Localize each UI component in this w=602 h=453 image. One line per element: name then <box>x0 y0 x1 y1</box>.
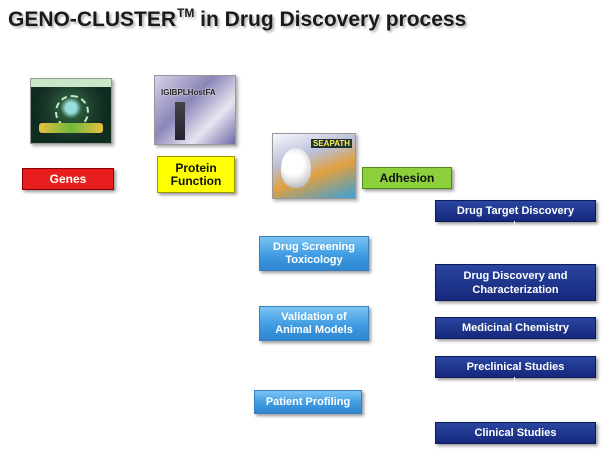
medicinal-chemistry-box: Medicinal Chemistry <box>435 317 596 339</box>
drug-discovery-characterization-box: Drug Discovery and Characterization <box>435 264 596 301</box>
genes-band-graphic <box>39 123 103 133</box>
drug-screening-label: Drug Screening Toxicology <box>273 240 355 266</box>
title-rest: in Drug Discovery process <box>194 8 467 31</box>
connector-line <box>514 377 515 382</box>
title-brand: GENO-CLUSTER <box>8 8 176 31</box>
protein-function-label: Protein Function <box>170 160 222 188</box>
seapath-figure-graphic <box>281 148 311 188</box>
protein-thumbnail: IGIBPLHostFA <box>154 75 236 145</box>
protein-tower-graphic <box>175 102 185 140</box>
connector-line <box>514 352 515 356</box>
validation-label: Validation of Animal Models <box>275 310 353 336</box>
trademark-mark: TM <box>177 6 195 20</box>
genes-box: Genes <box>22 168 114 190</box>
patient-profiling-box: Patient Profiling <box>254 390 362 414</box>
drug-discovery-characterization-label: Drug Discovery and Characterization <box>463 269 568 296</box>
genes-thumbnail <box>30 78 112 144</box>
adhesion-box: Adhesion <box>362 167 452 189</box>
clinical-studies-box: Clinical Studies <box>435 422 596 444</box>
genes-thumbnail-header <box>31 79 111 87</box>
protein-function-box: Protein Function <box>157 156 235 193</box>
protein-thumbnail-label: IGIBPLHostFA <box>161 88 216 97</box>
drug-target-discovery-box: Drug Target Discovery <box>435 200 596 222</box>
validation-box: Validation of Animal Models <box>259 306 369 341</box>
page-title: GENO-CLUSTERTM in Drug Discovery process <box>8 6 466 32</box>
seapath-thumbnail-label: SEAPATH <box>311 139 353 148</box>
seapath-thumbnail: SEAPATH <box>272 133 356 199</box>
connector-line <box>514 221 515 225</box>
drug-screening-box: Drug Screening Toxicology <box>259 236 369 271</box>
preclinical-studies-box: Preclinical Studies <box>435 356 596 378</box>
